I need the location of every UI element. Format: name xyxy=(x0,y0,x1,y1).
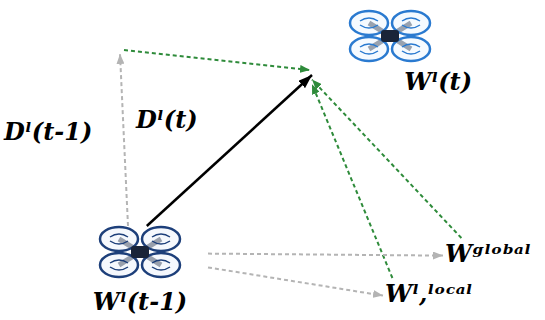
node-label: Wᵍˡᵒᵇᵃˡ xyxy=(445,240,531,268)
node-label: Wˡ,ˡᵒᶜᵃˡ xyxy=(385,280,473,308)
inertia-component-arrow xyxy=(124,50,310,70)
vector-arrow xyxy=(147,75,312,226)
position-node: Wˡ(t) xyxy=(312,6,474,98)
drone-icon xyxy=(350,11,430,61)
node-label: Wˡ(t) xyxy=(404,68,472,96)
vector-arrow xyxy=(208,254,443,256)
vector-label: Dˡ(t-1) xyxy=(4,118,92,146)
vector-label: Dˡ(t) xyxy=(136,106,198,134)
previous-step-arrow xyxy=(120,54,128,226)
node-label: Wˡ(t-1) xyxy=(93,288,187,316)
position-node: Wˡ,ˡᵒᶜᵃˡ xyxy=(383,278,477,310)
vector-arrow xyxy=(208,267,383,295)
drone-icon xyxy=(100,227,180,277)
position-node: Wᵍˡᵒᵇᵃˡ xyxy=(443,238,535,270)
vector-arrow xyxy=(312,84,392,278)
position-node: Wˡ(t-1) xyxy=(72,226,208,318)
vector-arrow xyxy=(312,80,461,238)
